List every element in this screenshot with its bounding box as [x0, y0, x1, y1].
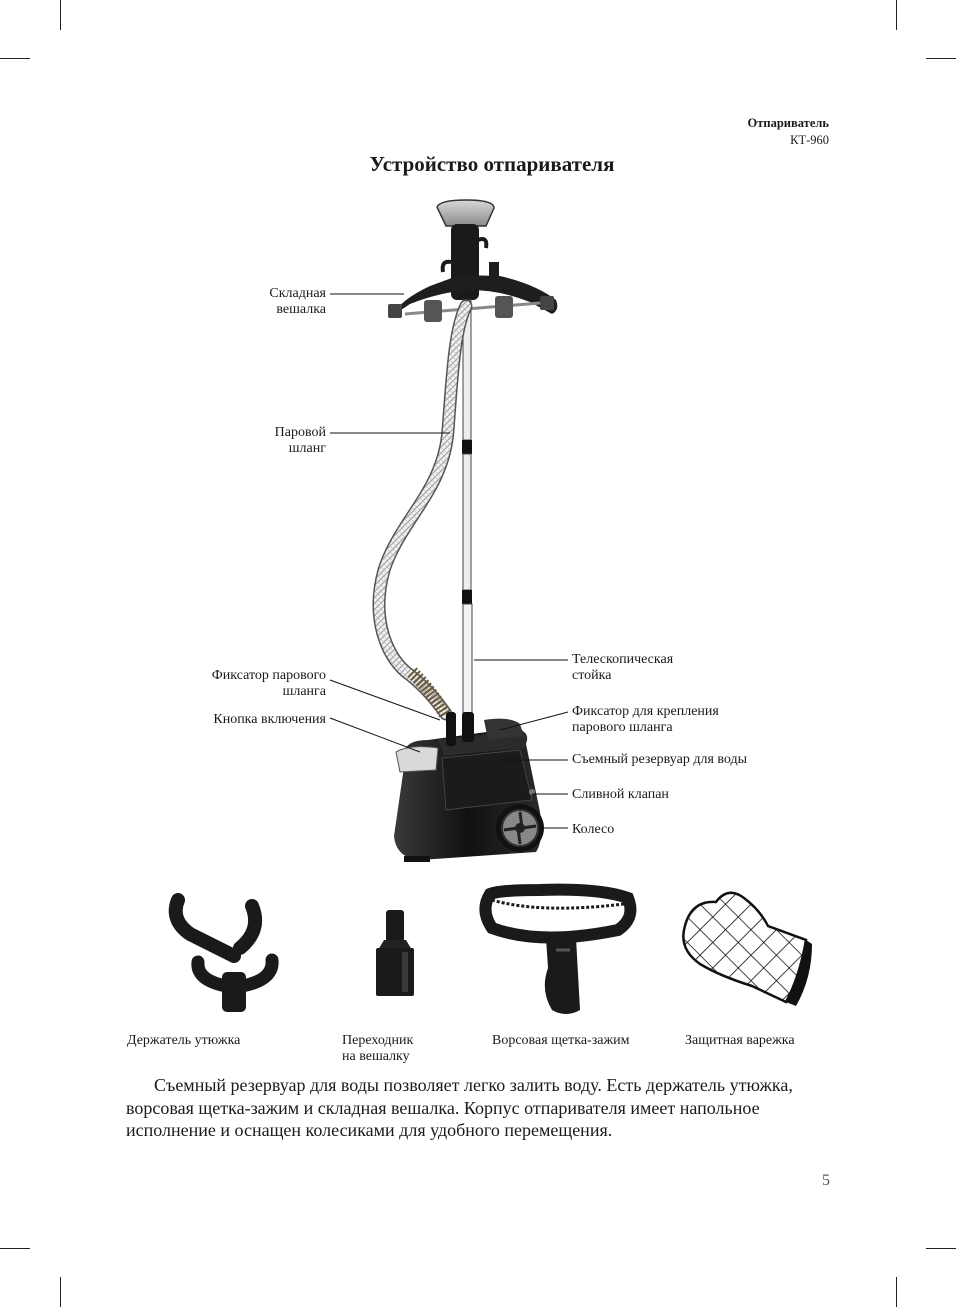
- callout-pole-line2: стойка: [572, 668, 612, 683]
- callout-drain-valve: Сливной клапан: [572, 787, 669, 802]
- crop-mark: [896, 0, 897, 30]
- telescopic-pole: [462, 299, 473, 727]
- brush-clip-illustration: [479, 883, 637, 1014]
- crop-mark: [60, 0, 61, 30]
- crop-mark: [896, 1277, 897, 1307]
- steam-hose: [372, 299, 473, 721]
- header-product: Отпариватель: [747, 116, 829, 130]
- crop-mark: [0, 58, 30, 59]
- description-paragraph: Съемный резервуар для воды позволяет лег…: [126, 1075, 793, 1140]
- callout-hose-line1: Паровой: [274, 425, 326, 440]
- steamer-base: [394, 712, 544, 862]
- adapter-illustration: [376, 910, 414, 996]
- crop-mark: [926, 58, 956, 59]
- callout-power-button: Кнопка включения: [213, 712, 326, 727]
- accessory-adapter-line2: на вешалку: [342, 1049, 410, 1064]
- callout-water-tank: Съемный резервуар для воды: [572, 752, 748, 767]
- callout-hose-line2: шланг: [288, 441, 326, 456]
- leader-lines: [329, 293, 569, 829]
- callout-hanger: Складная вешалка: [269, 286, 326, 318]
- callout-hose: Паровой шланг: [275, 425, 326, 457]
- page-title: Устройство отпаривателя: [369, 152, 615, 176]
- crop-mark: [926, 1248, 956, 1249]
- header-model: КТ-960: [790, 133, 829, 147]
- callout-hose-mount-lock: Фиксатор для крепления парового шланга: [572, 704, 719, 736]
- page-number: 5: [822, 1172, 830, 1189]
- accessory-adapter: Переходник на вешалку: [342, 1033, 413, 1065]
- accessory-mitten: Защитная варежка: [685, 1033, 795, 1048]
- callout-hose-lock: Фиксатор парового шланга: [212, 668, 326, 700]
- mitten-illustration: [682, 891, 812, 1006]
- accessory-adapter-line1: Переходник: [342, 1033, 414, 1048]
- accessory-iron-holder: Держатель утюжка: [127, 1033, 241, 1048]
- crop-mark: [0, 1248, 30, 1249]
- folding-hanger: [388, 262, 558, 322]
- callout-hose-lock-line2: шланга: [282, 684, 326, 699]
- crop-mark: [60, 1277, 61, 1307]
- callout-hanger-line2: вешалка: [276, 302, 326, 317]
- callout-hose-lock-line1: Фиксатор парового: [211, 668, 326, 683]
- callout-pole-line1: Телескопическая: [572, 652, 674, 667]
- callout-mount-line2: парового шланга: [572, 720, 673, 735]
- iron-holder-illustration: [168, 893, 279, 1012]
- callout-telescopic-pole: Телескопическая стойка: [572, 652, 673, 684]
- accessory-brush: Ворсовая щетка-зажим: [492, 1033, 630, 1048]
- callout-hanger-line1: Складная: [269, 286, 326, 301]
- callout-mount-line1: Фиксатор для крепления: [572, 704, 719, 719]
- callout-wheel: Колесо: [572, 822, 615, 837]
